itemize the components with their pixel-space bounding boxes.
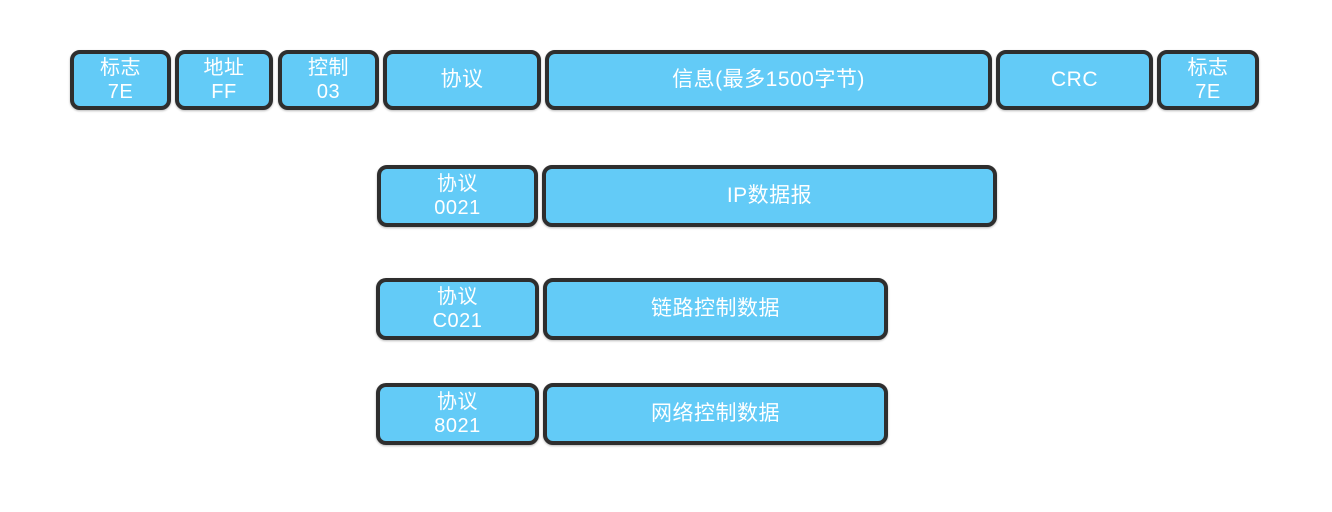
protocol-value: C021 — [432, 310, 483, 332]
field-label: 协议 — [440, 68, 484, 92]
field-value: 7E — [107, 81, 134, 103]
field-flag-start: 标志 7E — [70, 50, 171, 110]
protocol-box-c021: 协议 C021 — [376, 278, 539, 340]
payload-label: 网络控制数据 — [651, 402, 780, 426]
field-flag-end: 标志 7E — [1157, 50, 1259, 110]
field-protocol: 协议 — [383, 50, 541, 110]
field-information: 信息(最多1500字节) — [545, 50, 992, 110]
field-label: 信息(最多1500字节) — [672, 68, 865, 92]
payload-link-control-data: 链路控制数据 — [543, 278, 888, 340]
payload-label: 链路控制数据 — [651, 297, 780, 321]
protocol-box-0021: 协议 0021 — [377, 165, 538, 227]
field-control: 控制 03 — [278, 50, 379, 110]
field-label: 标志 — [1187, 56, 1229, 79]
field-label: CRC — [1051, 68, 1098, 92]
field-value: 7E — [1195, 81, 1221, 103]
protocol-label: 协议 — [437, 285, 478, 308]
field-label: 控制 — [308, 56, 349, 79]
protocol-value: 8021 — [434, 415, 481, 437]
field-label: 地址 — [203, 56, 245, 79]
payload-network-control-data: 网络控制数据 — [543, 383, 888, 445]
field-label: 标志 — [100, 56, 141, 79]
payload-label: IP数据报 — [726, 184, 813, 208]
field-crc: CRC — [996, 50, 1153, 110]
protocol-box-8021: 协议 8021 — [376, 383, 539, 445]
payload-ip-datagram: IP数据报 — [542, 165, 997, 227]
field-value: 03 — [316, 81, 341, 103]
protocol-label: 协议 — [437, 172, 478, 195]
field-address: 地址 FF — [175, 50, 273, 110]
protocol-value: 0021 — [434, 197, 481, 219]
field-value: FF — [211, 81, 237, 103]
protocol-label: 协议 — [437, 390, 478, 413]
